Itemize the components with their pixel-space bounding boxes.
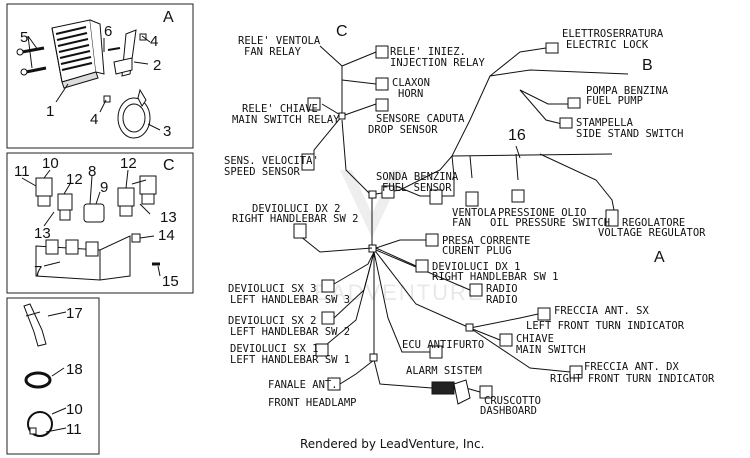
callout-c-12a: 12 xyxy=(66,171,83,188)
wiring-harness: C B A 16 xyxy=(293,23,665,405)
fan-it: VENTOLA xyxy=(452,207,497,219)
main-switch-en: MAIN SWITCH xyxy=(516,344,586,356)
screw-drawing xyxy=(16,46,47,76)
speed-sensor-it: SENS. VELOCITA' xyxy=(224,155,319,167)
electric-lock-en: ELECTRIC LOCK xyxy=(566,39,649,51)
cable-tie-drawing xyxy=(27,411,53,437)
callout-c-11: 11 xyxy=(14,163,30,180)
callout-5: 5 xyxy=(20,29,28,46)
alarm-en: ALARM SISTEM xyxy=(406,365,482,377)
fuel-sensor-it: SONDA BENZINA xyxy=(376,171,459,183)
plug-en: CURENT PLUG xyxy=(442,245,512,257)
bracket-drawing xyxy=(103,29,147,103)
callout-c-8: 8 xyxy=(88,163,96,180)
relay-bracket-drawing xyxy=(35,233,160,281)
rh-sw1-it: DEVIOLUCI DX 1 xyxy=(432,261,521,273)
rf-turn-it: FRECCIA ANT. DX xyxy=(584,361,680,373)
lh-sw1-en: LEFT HANDLEBAR SW 1 xyxy=(230,354,350,366)
electric-lock-it: ELETTROSERRATURA xyxy=(562,28,664,40)
callout-10-tie: 10 xyxy=(66,401,83,418)
injection-relay-en: INJECTION RELAY xyxy=(390,57,486,69)
callout-c-10: 10 xyxy=(42,155,59,172)
footer-credit: Rendered by LeadVenture, Inc. xyxy=(300,437,484,451)
lf-turn-en: LEFT FRONT TURN INDICATOR xyxy=(526,320,685,332)
callout-3: 3 xyxy=(163,123,171,140)
oil-pressure-it: PRESSIONE OLIO xyxy=(498,207,587,219)
lh-sw2-en: LEFT HANDLEBAR SW 2 xyxy=(230,326,350,338)
panel-clips: 17 18 10 11 xyxy=(6,297,100,455)
regulator-en: VOLTAGE REGULATOR xyxy=(598,227,706,239)
main-switch-relay-it: RELE' CHIAVE xyxy=(242,103,318,115)
ecu-it: ECU ANTIFURTO xyxy=(402,339,484,351)
horn-it: CLAXON xyxy=(392,77,430,89)
dashboard-en: DASHBOARD xyxy=(480,405,537,417)
panel-c: C 10 11 12 8 9 12 13 13 14 7 15 xyxy=(6,152,194,294)
label-a: A xyxy=(654,249,665,266)
radio-it: RADIO xyxy=(486,283,518,295)
callout-c-15: 15 xyxy=(162,273,179,290)
fan-en: FAN xyxy=(452,217,471,229)
callout-17: 17 xyxy=(66,305,83,322)
panel-a: A xyxy=(6,3,194,149)
regulator-it: REGOLATORE xyxy=(622,217,685,229)
radio-en: RADIO xyxy=(486,294,518,306)
oil-pressure-en: OIL PRESSURE SWITCH xyxy=(490,217,610,229)
rh-sw1-en: RIGHT HANDLEBAR SW 1 xyxy=(432,271,558,283)
main-switch-relay-en: MAIN SWITCH RELAY xyxy=(232,114,340,126)
dashboard-connector-drawing xyxy=(431,379,471,405)
lh-sw3-en: LEFT HANDLEBAR SW 3 xyxy=(230,294,350,306)
panel-c-label: C xyxy=(163,157,175,174)
label-b: B xyxy=(642,57,653,74)
fuel-pump-it: POMPA BENZINA xyxy=(586,85,669,97)
plug-it: PRESA CORRENTE xyxy=(442,235,531,247)
clip-18-drawing xyxy=(24,371,52,389)
drop-sensor-it: SENSORE CADUTA xyxy=(376,113,465,125)
fan-relay-en: FAN RELAY xyxy=(244,46,302,58)
ecu-unit-drawing xyxy=(51,19,105,89)
horn-drawing xyxy=(117,88,151,139)
label-c: C xyxy=(336,23,348,40)
callout-6: 6 xyxy=(104,23,112,40)
callout-c-7: 7 xyxy=(34,263,42,280)
callout-c-13b: 13 xyxy=(160,209,177,226)
callout-2: 2 xyxy=(153,57,161,74)
component-labels: RELE' VENTOLA FAN RELAY RELE' INIEZ. INJ… xyxy=(224,28,715,417)
relay-drawings xyxy=(35,175,157,223)
speed-sensor-en: SPEED SENSOR xyxy=(224,166,301,178)
side-stand-en: SIDE STAND SWITCH xyxy=(576,128,683,140)
callout-c-12b: 12 xyxy=(120,155,137,172)
clip-17-drawing xyxy=(23,303,47,347)
callout-c-14: 14 xyxy=(158,227,175,244)
horn-en: HORN xyxy=(398,88,423,100)
fuel-pump-en: FUEL PUMP xyxy=(586,95,643,107)
main-switch-it: CHIAVE xyxy=(516,333,554,345)
fuel-sensor-en: FUEL SENSOR xyxy=(382,182,452,194)
rh-sw2-it: DEVIOLUCI DX 2 xyxy=(252,203,341,215)
callout-c-13a: 13 xyxy=(34,225,51,242)
fan-relay-it: RELE' VENTOLA xyxy=(238,35,321,47)
label-16: 16 xyxy=(508,127,526,144)
callout-1: 1 xyxy=(46,103,54,120)
lf-turn-it: FRECCIA ANT. SX xyxy=(554,305,650,317)
headlamp-it: FANALE ANT. xyxy=(268,379,338,391)
dashboard-it: CRUSCOTTO xyxy=(484,395,541,407)
callout-11-tie: 11 xyxy=(66,421,82,438)
rf-turn-en: RIGHT FRONT TURN INDICATOR xyxy=(550,373,715,385)
panel-a-label: A xyxy=(163,9,174,26)
callout-4-top: 4 xyxy=(150,33,158,50)
drop-sensor-en: DROP SENSOR xyxy=(368,124,438,136)
headlamp-en: FRONT HEADLAMP xyxy=(268,397,357,409)
callout-4-bottom: 4 xyxy=(90,111,98,128)
injection-relay-it: RELE' INIEZ. xyxy=(390,46,466,58)
callout-c-9: 9 xyxy=(100,179,108,196)
side-stand-it: STAMPELLA xyxy=(576,117,634,129)
lh-sw2-it: DEVIOLUCI SX 2 xyxy=(228,315,317,327)
lh-sw3-it: DEVIOLUCI SX 3 xyxy=(228,283,317,295)
callout-18: 18 xyxy=(66,361,83,378)
lh-sw1-it: DEVIOLUCI SX 1 xyxy=(230,343,319,355)
rh-sw2-en: RIGHT HANDLEBAR SW 2 xyxy=(232,213,358,225)
